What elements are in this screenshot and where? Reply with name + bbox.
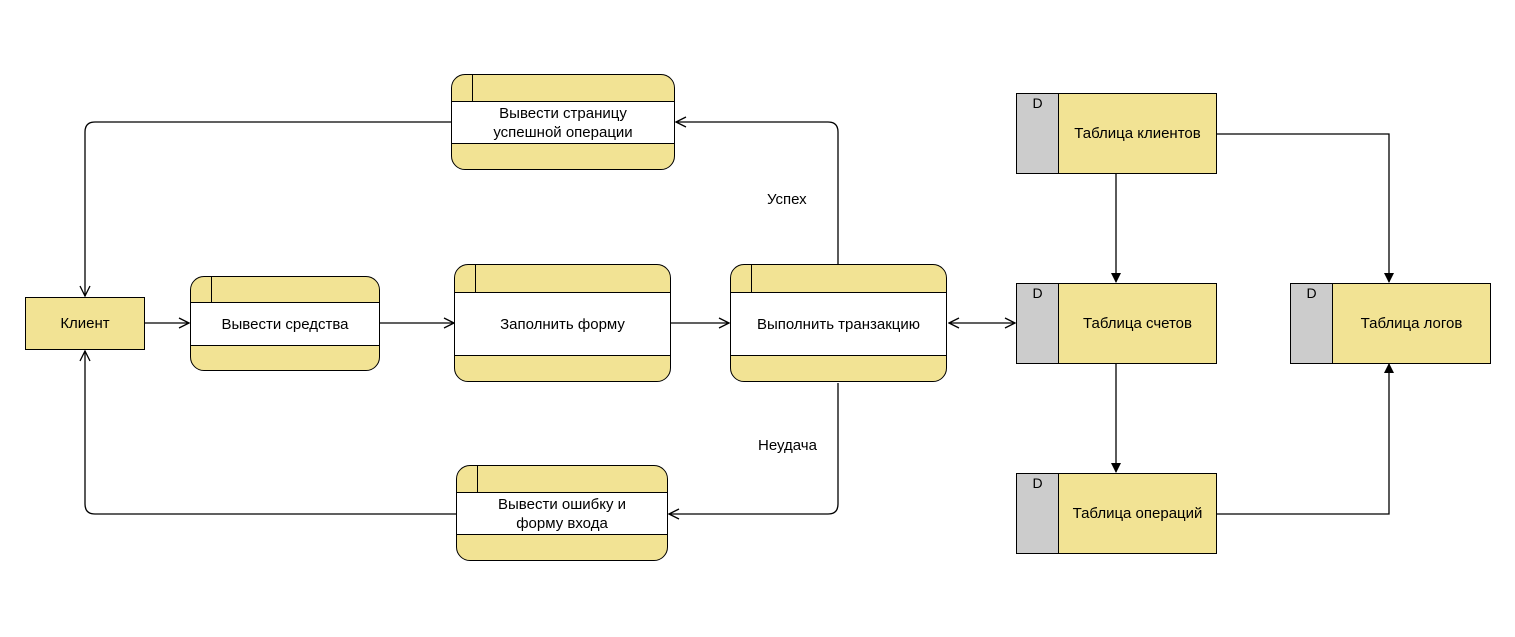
flow-operations-to-logs [1217, 363, 1394, 515]
error-page-process[interactable]: Вывести ошибку и форму входа [456, 465, 668, 561]
flow-transaction-to-error [669, 383, 839, 514]
accounts-table-label: Таблица счетов [1083, 315, 1192, 332]
flow-transaction-to-success [676, 122, 839, 264]
accounts-table-store[interactable]: D Таблица счетов [1016, 283, 1217, 364]
flow-error-to-client [85, 351, 456, 515]
process-header-divider [211, 277, 212, 302]
operations-table-store[interactable]: D Таблица операций [1016, 473, 1217, 554]
fill-form-label: Заполнить форму [500, 315, 625, 333]
flow-success-to-client [85, 121, 451, 296]
operations-table-label: Таблица операций [1072, 505, 1203, 522]
store-id: D [1017, 94, 1059, 173]
store-id: D [1017, 284, 1059, 363]
success-page-process[interactable]: Вывести страницу успешной операции [451, 74, 675, 170]
transaction-band: Выполнить транзакцию [731, 292, 946, 356]
logs-table-label: Таблица логов [1360, 315, 1463, 332]
store-id: D [1017, 474, 1059, 553]
process-header-divider [475, 265, 476, 292]
fill-form-band: Заполнить форму [455, 292, 670, 356]
transaction-label: Выполнить транзакцию [756, 315, 921, 333]
fill-form-process[interactable]: Заполнить форму [454, 264, 671, 382]
withdraw-process[interactable]: Вывести средства [190, 276, 380, 371]
error-page-label-line2: форму входа [516, 514, 608, 532]
error-page-label-line1: Вывести ошибку и [498, 495, 626, 513]
withdraw-band: Вывести средства [191, 302, 379, 346]
success-page-label-line2: успешной операции [493, 123, 633, 141]
client-label: Клиент [60, 315, 110, 332]
withdraw-label: Вывести средства [221, 315, 349, 333]
transaction-process[interactable]: Выполнить транзакцию [730, 264, 947, 382]
clients-table-store[interactable]: D Таблица клиентов [1016, 93, 1217, 174]
logs-table-store[interactable]: D Таблица логов [1290, 283, 1491, 364]
failure-flow-label: Неудача [758, 437, 817, 454]
success-flow-label: Успех [767, 191, 807, 208]
process-header-divider [477, 466, 478, 492]
process-header-divider [751, 265, 752, 292]
clients-table-label: Таблица клиентов [1074, 125, 1201, 142]
success-page-label-line1: Вывести страницу [499, 104, 627, 122]
store-id: D [1291, 284, 1333, 363]
error-page-band: Вывести ошибку и форму входа [457, 492, 667, 535]
success-page-band: Вывести страницу успешной операции [452, 101, 674, 144]
flow-clients-to-logs [1217, 133, 1394, 283]
client-entity[interactable]: Клиент [25, 297, 145, 350]
process-header-divider [472, 75, 473, 101]
